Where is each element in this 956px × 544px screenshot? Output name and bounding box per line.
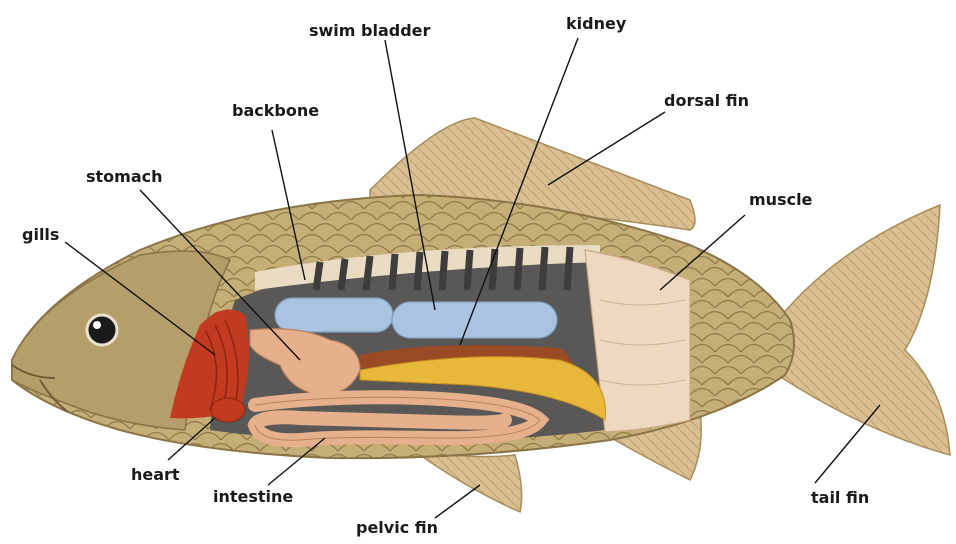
leader-tail-fin <box>815 405 880 483</box>
label-dorsal-fin: dorsal fin <box>664 92 749 110</box>
swim-bladder-front <box>275 298 393 332</box>
label-tail-fin: tail fin <box>811 489 869 507</box>
label-stomach: stomach <box>86 168 163 186</box>
label-backbone: backbone <box>232 102 319 120</box>
label-pelvic-fin: pelvic fin <box>356 519 438 537</box>
tail-fin-shape <box>770 205 950 455</box>
intestine-shape <box>255 397 540 440</box>
leader-pelvic-fin <box>435 485 480 518</box>
heart-shape <box>211 398 245 422</box>
label-swim-bladder: swim bladder <box>309 22 430 40</box>
label-gills: gills <box>22 226 59 244</box>
eye-shape <box>87 315 117 345</box>
label-muscle: muscle <box>749 191 812 209</box>
label-heart: heart <box>131 466 180 484</box>
label-kidney: kidney <box>566 15 626 33</box>
label-intestine: intestine <box>213 488 293 506</box>
pelvic-fin-shape <box>420 450 522 512</box>
